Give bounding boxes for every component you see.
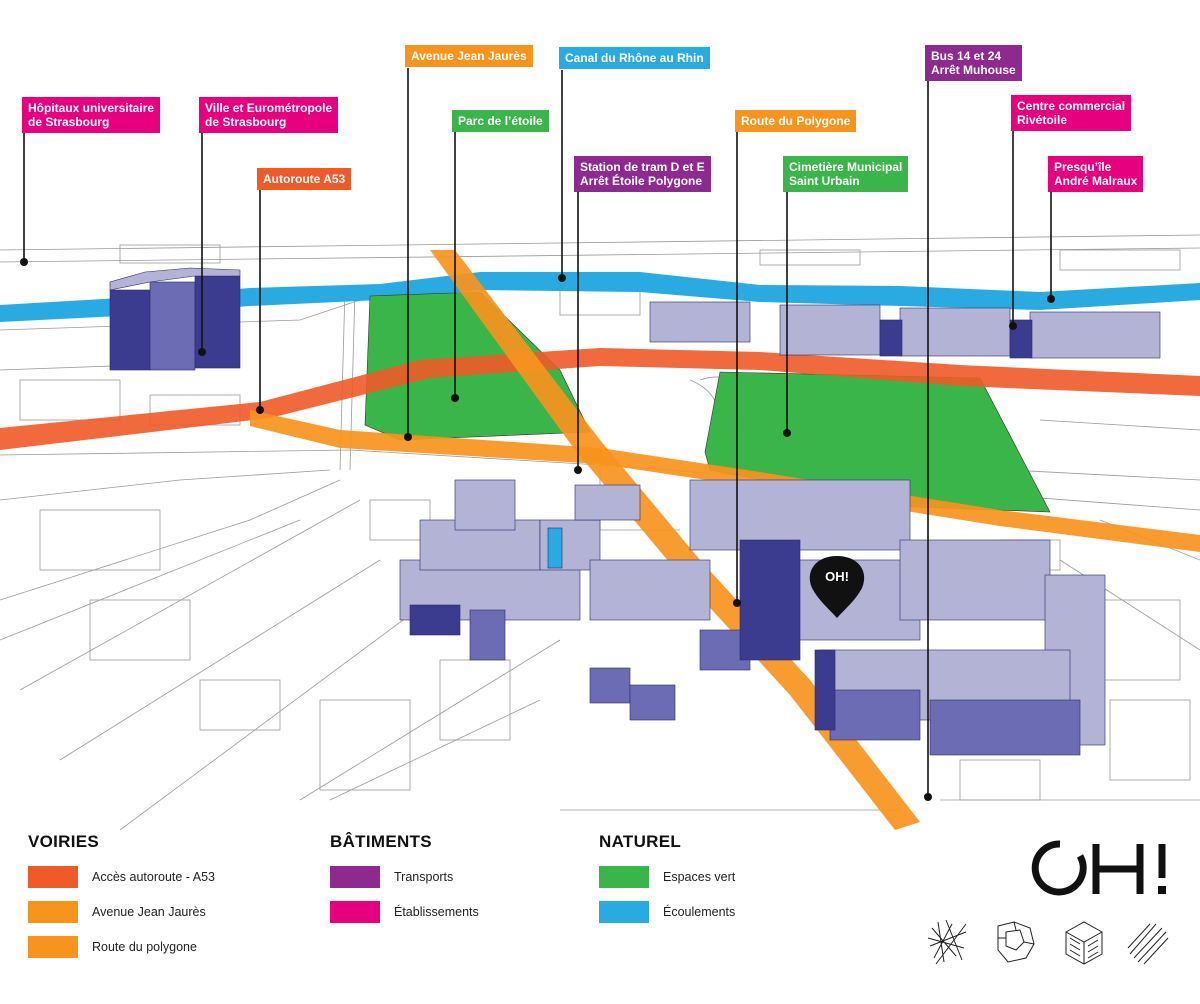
legend-naturel: NATUREL Espaces vert Écoulements bbox=[599, 832, 735, 936]
legend-item-transports: Transports bbox=[330, 866, 479, 888]
swatch-transports bbox=[330, 866, 380, 888]
legend-label: Route du polygone bbox=[92, 940, 197, 954]
callout-endpoints bbox=[20, 258, 1055, 801]
hatch-cube-icon bbox=[1065, 921, 1103, 965]
legend-label: Avenue Jean Jaurès bbox=[92, 905, 206, 919]
legend-item-ecoulements: Écoulements bbox=[599, 901, 735, 923]
callout-parc-etoile[interactable]: Parc de l’étoile bbox=[452, 110, 549, 132]
legend-title-batiments: BÂTIMENTS bbox=[330, 832, 432, 851]
swatch-ecoulements bbox=[599, 901, 649, 923]
callout-rivetoile[interactable]: Centre commercial Rivétoile bbox=[1011, 95, 1132, 131]
map-pin-label: OH! bbox=[825, 569, 849, 584]
map-illustration: OH! bbox=[0, 68, 1200, 830]
legend-batiments: BÂTIMENTS Transports Établissements bbox=[330, 832, 479, 936]
callout-canal[interactable]: Canal du Rhône au Rhin bbox=[559, 47, 710, 69]
legend-voiries: VOIRIES Accès autoroute - A53 Avenue Jea… bbox=[28, 832, 215, 971]
callout-ville[interactable]: Ville et Eurométropole de Strasbourg bbox=[199, 97, 339, 133]
legend-label: Écoulements bbox=[663, 905, 736, 919]
legend-title-voiries: VOIRIES bbox=[28, 832, 100, 851]
legend-item-jean-jaures: Avenue Jean Jaurès bbox=[28, 901, 215, 923]
legend-label: Espaces vert bbox=[663, 870, 736, 884]
callout-a53[interactable]: Autoroute A53 bbox=[257, 168, 352, 190]
callout-tram[interactable]: Station de tram D et E Arrêt Étoile Poly… bbox=[574, 156, 711, 192]
buildings bbox=[109, 267, 1161, 756]
hatch-random-icon bbox=[927, 919, 967, 965]
legend-item-polygone: Route du polygone bbox=[28, 936, 215, 958]
swatch-polygone bbox=[28, 936, 78, 958]
hatch-maze-icon bbox=[997, 921, 1035, 963]
callout-hopitaux[interactable]: Hôpitaux universitaire de Strasbourg bbox=[22, 97, 161, 133]
legend-item-etablissements: Établissements bbox=[330, 901, 479, 923]
legend-item-a53: Accès autoroute - A53 bbox=[28, 866, 215, 888]
swatch-jean-jaures bbox=[28, 901, 78, 923]
hatch-diagonal-icon bbox=[1127, 923, 1169, 965]
callout-leaders bbox=[23, 68, 1052, 797]
callout-bus[interactable]: Bus 14 et 24 Arrêt Muhouse bbox=[925, 45, 1022, 81]
legend-label: Accès autoroute - A53 bbox=[92, 870, 215, 884]
swatch-espaces-verts bbox=[599, 866, 649, 888]
oh-logo bbox=[1031, 840, 1166, 896]
callout-cimetiere[interactable]: Cimetière Municipal Saint Urbain bbox=[783, 156, 909, 192]
city-lineart bbox=[0, 234, 1200, 830]
legend-item-espaces-verts: Espaces vert bbox=[599, 866, 735, 888]
pattern-icons bbox=[927, 919, 1169, 965]
swatch-a53 bbox=[28, 866, 78, 888]
map-pin[interactable]: OH! bbox=[809, 556, 865, 618]
legend-title-naturel: NATUREL bbox=[599, 832, 682, 851]
a53-road bbox=[0, 348, 1200, 450]
legend-label: Transports bbox=[394, 870, 454, 884]
callout-jean-jaures[interactable]: Avenue Jean Jaurès bbox=[405, 45, 533, 67]
callout-malraux[interactable]: Presqu’île André Malraux bbox=[1048, 156, 1144, 192]
route-polygone-road bbox=[430, 250, 920, 830]
callout-route-polygone[interactable]: Route du Polygone bbox=[735, 110, 857, 132]
swatch-etablissements bbox=[330, 901, 380, 923]
legend-label: Établissements bbox=[394, 905, 479, 919]
